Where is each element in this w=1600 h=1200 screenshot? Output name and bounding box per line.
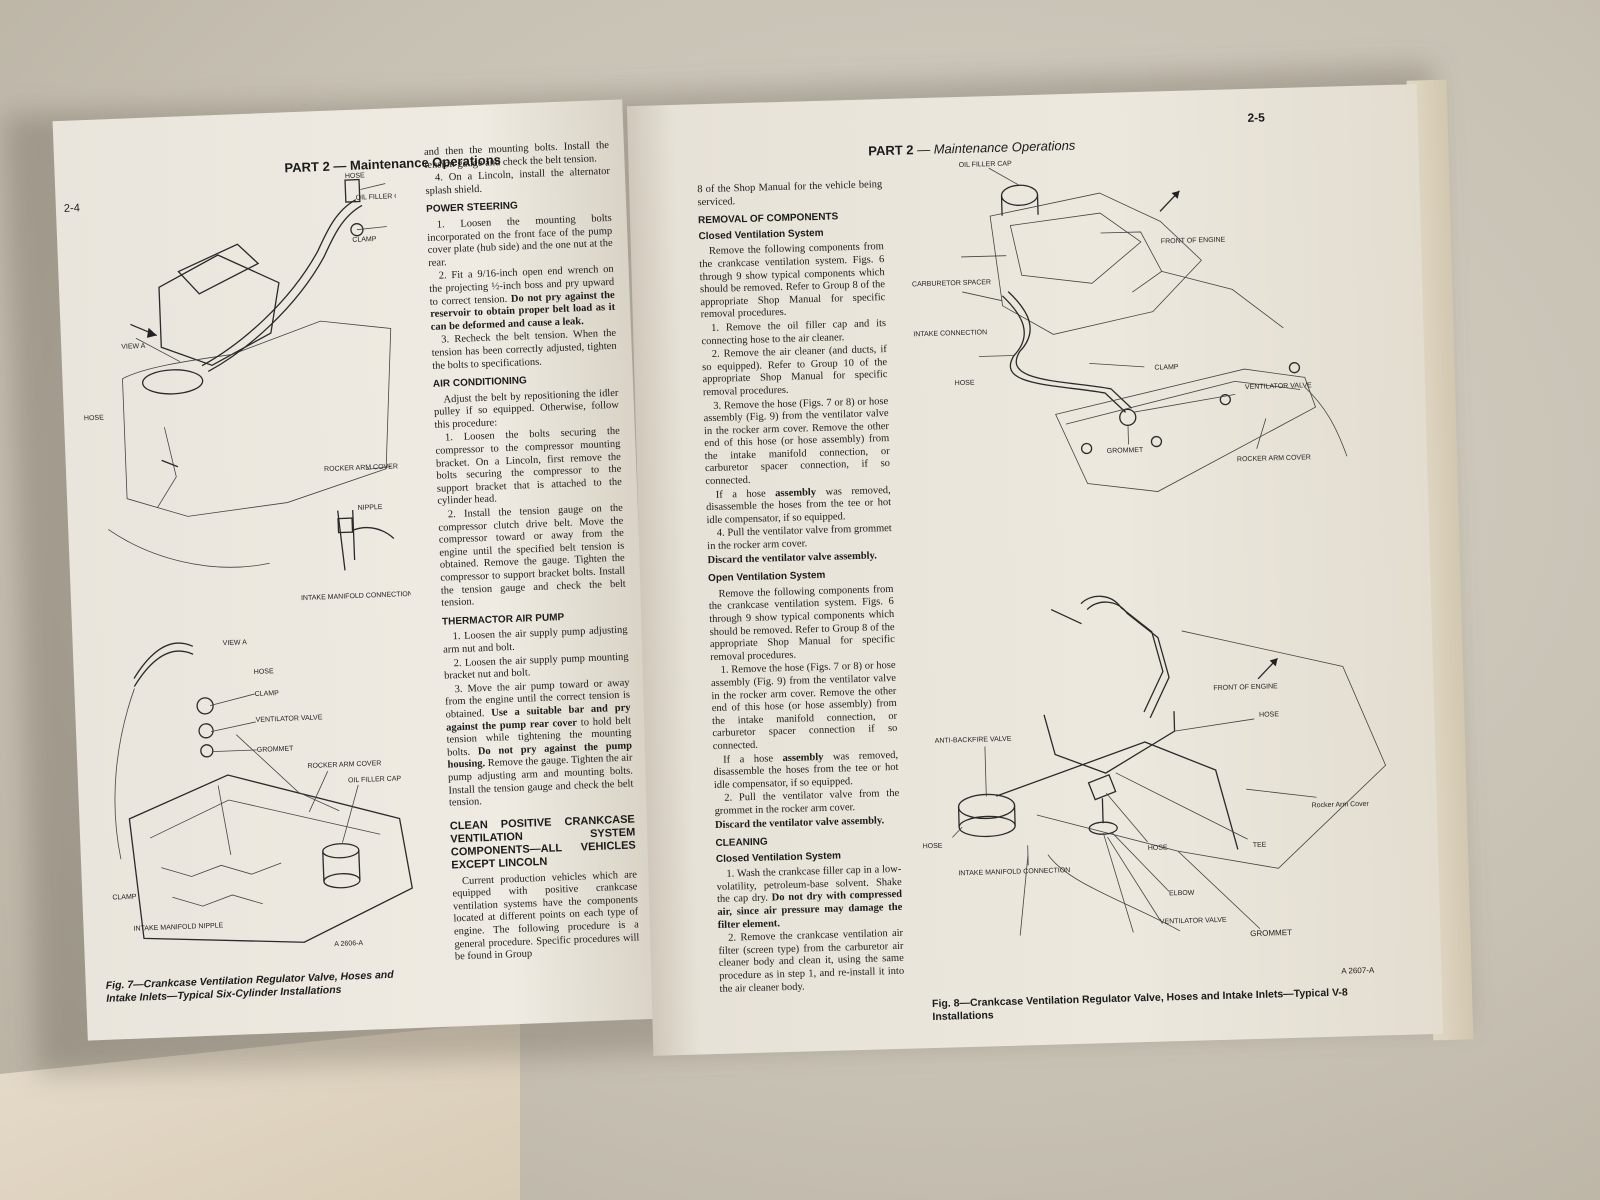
paragraph: 1. Remove the hose (Figs. 7 or 8) or hos… [710, 660, 898, 753]
label-oil-filler-cap: OIL FILLER CAP [959, 160, 1013, 168]
label-intake-connection: INTAKE CONNECTION [913, 329, 987, 338]
label-nipple: NIPPLE [358, 504, 383, 512]
paragraph: 1. Remove the oil filler cap and its con… [701, 318, 887, 347]
paragraph: 3. Move the air pump toward or away from… [444, 677, 634, 810]
label-hose-mid: HOSE [1148, 844, 1168, 852]
bold-text: assembly [782, 751, 824, 764]
fig7-diagram: VIEW A HOSE OIL FILLER CAP CLAMP HOSE RO… [84, 172, 413, 948]
label-ventilator-valve-bottom: VENTILATOR VALVE [1160, 917, 1227, 926]
label-view-a-marker: VIEW A [121, 343, 146, 351]
label-anti-backfire-valve: ANTI-BACKFIRE VALVE [935, 736, 1012, 745]
heading-cleaning: CLEANING [715, 836, 768, 850]
fig8-diagram: OIL FILLER CAP FRONT OF ENGINE CARBURETO… [912, 160, 1387, 939]
heading-closed-ventilation: Closed Ventilation System [698, 227, 824, 243]
paragraph: 2. Install the tension gauge on the comp… [438, 502, 626, 609]
label-front-of-engine-bottom: FRONT OF ENGINE [1213, 683, 1278, 692]
label-rocker-arm-cover-top: ROCKER ARM COVER [324, 463, 398, 473]
fig8-caption: Fig. 8—Crankcase Ventilation Regulator V… [931, 986, 1348, 1024]
paragraph: 2. Remove the crankcase ventilation air … [718, 928, 905, 995]
right-text-column: 8 of the Shop Manual for the vehicle bei… [697, 179, 905, 997]
running-head-part: PART 2 [868, 142, 914, 159]
paragraph: If a hose assembly was removed, disassem… [713, 749, 899, 792]
paragraph: Remove the following components from the… [699, 241, 886, 321]
label-ventilator-valve: VENTILATOR VALVE [256, 714, 323, 724]
paragraph: 3. Recheck the belt tension. When the te… [431, 328, 617, 372]
label-intake-manifold-connection: INTAKE MANIFOLD CONNECTION [958, 867, 1070, 877]
fig7-caption: Fig. 7—Crankcase Ventilation Regulator V… [105, 968, 394, 1005]
label-clamp-top: CLAMP [352, 236, 377, 244]
label-hose-right: HOSE [1259, 711, 1279, 719]
label-clamp-low: CLAMP [112, 894, 137, 902]
label-grommet-top: GROMMET [1107, 447, 1144, 455]
label-hose-top-b: HOSE [84, 415, 104, 423]
label-front-of-engine-top: FRONT OF ENGINE [1161, 237, 1226, 246]
label-elbow: ELBOW [1169, 890, 1195, 898]
heading-removal: REMOVAL OF COMPONENTS [697, 211, 839, 227]
label-hose-left: HOSE [923, 843, 943, 851]
fig8-code: A 2607-A [1341, 965, 1375, 976]
paragraph: Remove the following components from the… [708, 583, 896, 663]
label-oil-filler-cap: OIL FILLER CAP [348, 775, 402, 784]
label-hose-b: HOSE [254, 668, 274, 676]
left-page: 2-4 PART 2 — Maintenance Operations [52, 99, 658, 1041]
text-span: If a hose [723, 752, 783, 766]
paragraph: 3. Remove the hose (Figs. 7 or 8) or hos… [703, 395, 891, 488]
paragraph: Adjust the belt by repositioning the idl… [433, 387, 620, 431]
paragraph: 1. Loosen the mounting bolts incorporate… [427, 212, 613, 269]
label-hose-top: HOSE [955, 380, 975, 388]
paragraph: 8 of the Shop Manual for the vehicle bei… [697, 179, 883, 208]
paragraph: 1. Wash the crankcase filler cap in a lo… [716, 864, 903, 932]
label-fig7-code: A 2606-A [334, 940, 363, 948]
heading-open-ventilation: Open Ventilation System [707, 570, 826, 585]
label-intake-manifold-nipple: INTAKE MANIFOLD NIPPLE [133, 922, 223, 932]
label-rocker-arm-cover: ROCKER ARM COVER [307, 760, 381, 770]
bold-text: assembly [775, 486, 817, 499]
label-oil-filler-cap-top: OIL FILLER CAP [356, 193, 410, 202]
label-hose-top: HOSE [345, 172, 365, 180]
right-page-number: 2-5 [1247, 110, 1265, 125]
paragraph: Current production vehicles which are eq… [452, 869, 640, 963]
right-page: PART 2 — Maintenance Operations 2-5 8 of… [626, 84, 1444, 1056]
paragraph: 1. Loosen the bolts securing the compres… [435, 426, 623, 508]
paragraph: 2. Pull the ventilator valve from the gr… [714, 788, 900, 817]
label-clamp: CLAMP [1154, 364, 1179, 372]
paragraph: If a hose assembly was removed, disassem… [706, 485, 892, 528]
label-intake-manifold-connection: INTAKE MANIFOLD CONNECTION [301, 591, 413, 602]
heading-clean-pcv: CLEAN POSITIVE CRANKCASE VENTILATION SYS… [449, 813, 636, 872]
label-clamp-b: CLAMP [255, 690, 280, 698]
left-text-column: and then the mounting bolts. Install the… [424, 140, 640, 965]
label-rocker-arm-cover-top: ROCKER ARM COVER [1237, 454, 1311, 463]
label-ventilator-valve-top: VENTILATOR VALVE [1245, 382, 1312, 391]
paragraph: 4. Pull the ventilator valve from gromme… [707, 523, 892, 553]
label-view-a: VIEW A [223, 639, 248, 647]
paragraph: 2. Remove the air cleaner (and ducts, if… [702, 344, 888, 399]
paragraph: 2. Fit a 9/16-inch open end wrench on th… [429, 264, 616, 334]
label-carburetor-spacer: CARBURETOR SPACER [912, 279, 991, 288]
fig8-grommet-label: GROMMET [1250, 927, 1293, 939]
label-grommet: GROMMET [257, 745, 295, 753]
text-span: If a hose [715, 487, 776, 501]
label-rocker-arm-cover-bottom: Rocker Arm Cover [1312, 801, 1370, 810]
label-tee: TEE [1253, 842, 1267, 849]
heading-cleaning-closed: Closed Ventilation System [715, 850, 842, 865]
